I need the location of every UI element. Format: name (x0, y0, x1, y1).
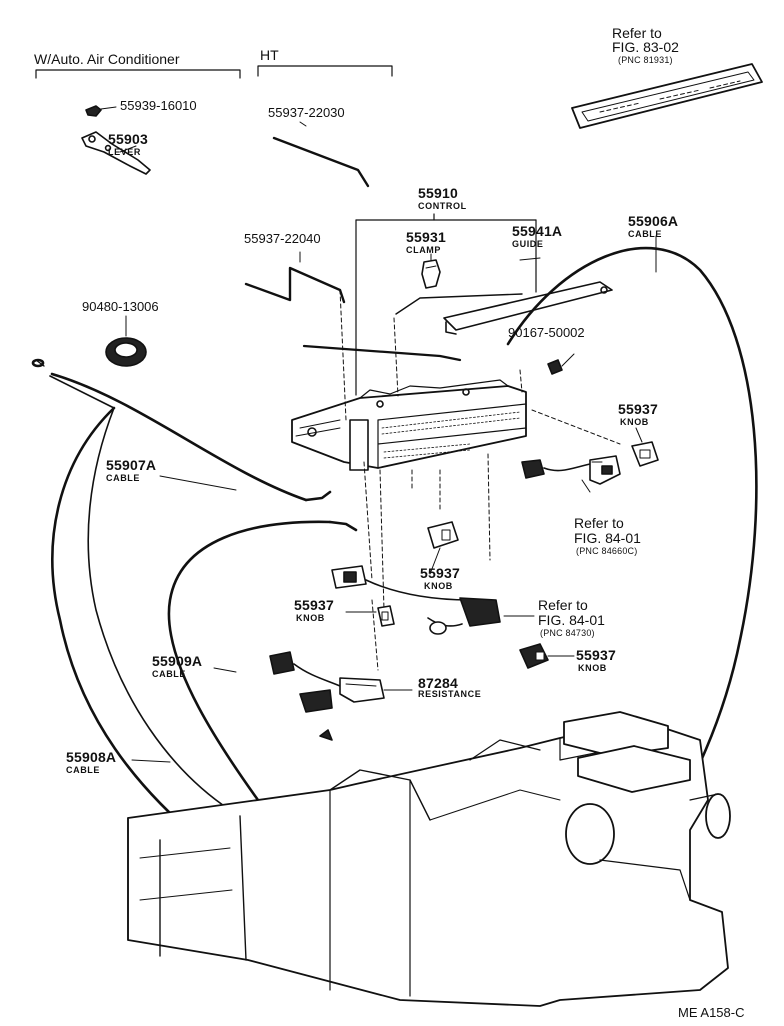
ref-83-02-pnc: (PNC 81931) (618, 55, 673, 65)
harness-center (331, 565, 501, 635)
header-auto-air-conditioner: W/Auto. Air Conditioner (34, 51, 180, 67)
label-55909A-number: 55909A (152, 653, 203, 669)
lever-55903 (81, 131, 151, 175)
label-55909A-name: CABLE (152, 669, 186, 679)
knob-right (631, 441, 659, 467)
label-55937-22030: 55937-22030 (268, 105, 345, 120)
rod-upper (302, 344, 462, 362)
header-ht: HT (260, 47, 279, 63)
figure-code: ME A158-C (678, 1005, 745, 1020)
label-55907A-number: 55907A (106, 457, 157, 473)
knob-bottom (519, 643, 549, 669)
label-55939-16010: 55939-16010 (120, 98, 197, 113)
label-knob-bottom-number: 55937 (576, 647, 616, 663)
ref-84-01-b-pnc: (PNC 84730) (540, 628, 595, 638)
control-head-unit (291, 379, 527, 471)
ref-84-01-a-line1: Refer to (574, 515, 624, 531)
label-55906A-name: CABLE (628, 229, 662, 239)
label-55908A-number: 55908A (66, 749, 117, 765)
label-knob-left-name: KNOB (296, 613, 325, 623)
label-knob-right-number: 55937 (618, 401, 658, 417)
nut-55939 (85, 105, 117, 117)
ref-84-01-b-line1: Refer to (538, 597, 588, 613)
label-knob-center-name: KNOB (424, 581, 453, 591)
label-leaders (131, 235, 657, 763)
ref-84-01-a-pnc: (PNC 84660C) (576, 546, 638, 556)
label-knob-right-name: KNOB (620, 417, 649, 427)
label-55906A-number: 55906A (628, 213, 679, 229)
label-55910-number: 55910 (418, 185, 458, 201)
grommet-90480 (105, 315, 147, 367)
rod-55937-22040 (244, 266, 346, 304)
rod-55937-22030 (272, 121, 370, 188)
control-bracket-lines (355, 213, 537, 396)
ref-84-01-b-line2: FIG. 84-01 (538, 612, 605, 628)
label-55907A-name: CABLE (106, 473, 140, 483)
label-87284-number: 87284 (418, 675, 458, 691)
label-55903-number: 55903 (108, 131, 148, 147)
harness-right (521, 455, 621, 485)
label-55931-number: 55931 (406, 229, 446, 245)
clamp-55931 (421, 253, 441, 289)
label-55903-name: LEVER (108, 147, 142, 157)
label-55941A-name: GUIDE (512, 239, 544, 249)
screw-90167 (547, 353, 575, 375)
trim-plate (571, 63, 763, 129)
label-90167-50002: 90167-50002 (508, 325, 585, 340)
knob-center (427, 521, 459, 549)
label-55908A-name: CABLE (66, 765, 100, 775)
knob-left (377, 605, 395, 627)
heater-case (127, 711, 731, 1007)
cable-inner (49, 375, 231, 811)
label-55931-name: CLAMP (406, 245, 441, 255)
label-55941A-number: 55941A (512, 223, 563, 239)
dashed-leaders (339, 289, 621, 671)
label-knob-bottom-name: KNOB (578, 663, 607, 673)
label-90480-13006: 90480-13006 (82, 299, 159, 314)
ref-83-02-line2: FIG. 83-02 (612, 39, 679, 55)
label-55937-22040: 55937-22040 (244, 231, 321, 246)
resistance-harness (269, 651, 385, 741)
label-knob-left-number: 55937 (294, 597, 334, 613)
header-brackets (35, 65, 393, 79)
label-87284-name: RESISTANCE (418, 689, 482, 699)
label-55910-name: CONTROL (418, 201, 467, 211)
ref-84-01-a-line2: FIG. 84-01 (574, 530, 641, 546)
label-knob-center-number: 55937 (420, 565, 460, 581)
ref-83-02-line1: Refer to (612, 25, 662, 41)
